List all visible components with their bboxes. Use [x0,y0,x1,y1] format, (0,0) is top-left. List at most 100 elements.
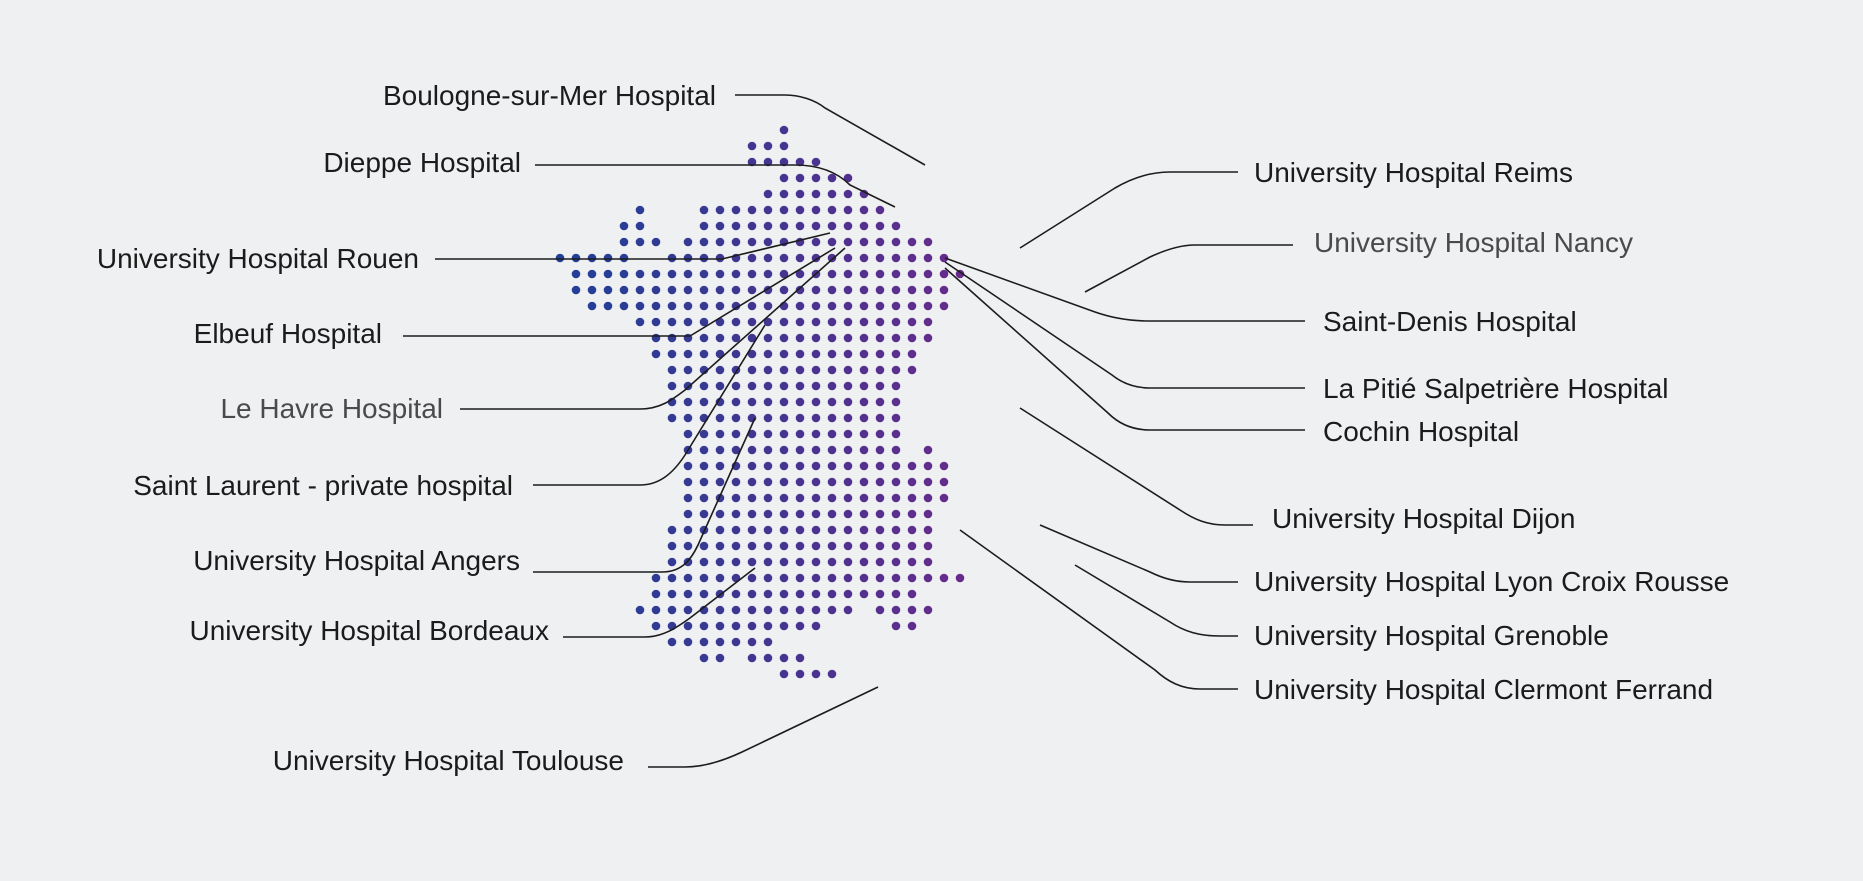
map-dot [715,221,725,231]
france-dot-grid [555,125,965,679]
map-dot [683,589,693,599]
map-dot [763,621,773,631]
map-dot [667,637,677,647]
map-dot [859,477,869,487]
map-dot [859,285,869,295]
map-dot [763,445,773,455]
map-dot [795,493,805,503]
map-dot [811,669,821,679]
map-dot [715,253,725,263]
map-dot [683,493,693,503]
map-dot [715,237,725,247]
leader-line-nancy [1084,244,1293,293]
map-dot [843,269,853,279]
map-dot [747,573,757,583]
map-dot [859,573,869,583]
map-dot [875,253,885,263]
map-dot [683,349,693,359]
map-dot [891,413,901,423]
map-dot [715,525,725,535]
map-dot [795,445,805,455]
map-dot [907,333,917,343]
map-dot [811,173,821,183]
map-dot [939,461,949,471]
map-dot [859,365,869,375]
map-dot [715,333,725,343]
map-dot [875,429,885,439]
map-dot [811,605,821,615]
label-university-hospital-grenoble: University Hospital Grenoble [1254,620,1609,651]
map-dot [827,557,837,567]
map-dot [795,557,805,567]
map-dot [859,381,869,391]
leader-lines [403,94,1305,768]
map-dot [619,221,629,231]
map-dot [651,301,661,311]
map-dot [667,573,677,583]
map-dot [683,461,693,471]
map-dot [811,157,821,167]
label-university-hospital-bordeaux: University Hospital Bordeaux [190,615,550,646]
map-dot [683,301,693,311]
map-dot [635,605,645,615]
map-dot [699,445,709,455]
map-dot [763,141,773,151]
map-dot [875,557,885,567]
map-dot [779,557,789,567]
map-dot [763,365,773,375]
map-dot [731,445,741,455]
map-dot [635,285,645,295]
map-dot [827,205,837,215]
map-dot [827,237,837,247]
map-dot [619,301,629,311]
map-dot [619,253,629,263]
map-dot [763,317,773,327]
map-dot [795,173,805,183]
map-dot [779,509,789,519]
map-dot [747,317,757,327]
map-dot [731,397,741,407]
label-university-hospital-rouen: University Hospital Rouen [97,243,419,274]
map-dot [923,461,933,471]
map-dot [587,269,597,279]
map-dot [859,221,869,231]
map-dot [811,349,821,359]
map-dot [923,269,933,279]
map-dot [859,413,869,423]
map-dot [763,413,773,423]
map-dot [715,397,725,407]
map-dot [875,205,885,215]
map-dot [875,269,885,279]
map-dot [779,333,789,343]
map-dot [843,605,853,615]
map-dot [747,221,757,231]
map-dot [779,317,789,327]
map-dot [843,365,853,375]
map-dot [779,573,789,583]
map-dot [699,285,709,295]
map-dot [747,157,757,167]
map-dot [843,477,853,487]
map-dot [779,525,789,535]
map-dot [747,301,757,311]
map-dot [699,349,709,359]
map-dot [795,253,805,263]
map-dot [811,397,821,407]
map-dot [779,173,789,183]
map-dot [667,413,677,423]
map-dot [667,269,677,279]
map-dot [699,605,709,615]
map-dot [827,173,837,183]
map-dot [859,541,869,551]
map-dot [859,349,869,359]
map-dot [923,525,933,535]
map-dot [683,365,693,375]
map-dot [651,605,661,615]
map-dot [827,509,837,519]
map-dot [763,397,773,407]
map-dot [811,525,821,535]
map-dot [827,365,837,375]
map-dot [875,221,885,231]
map-dot [667,381,677,391]
map-dot [747,461,757,471]
